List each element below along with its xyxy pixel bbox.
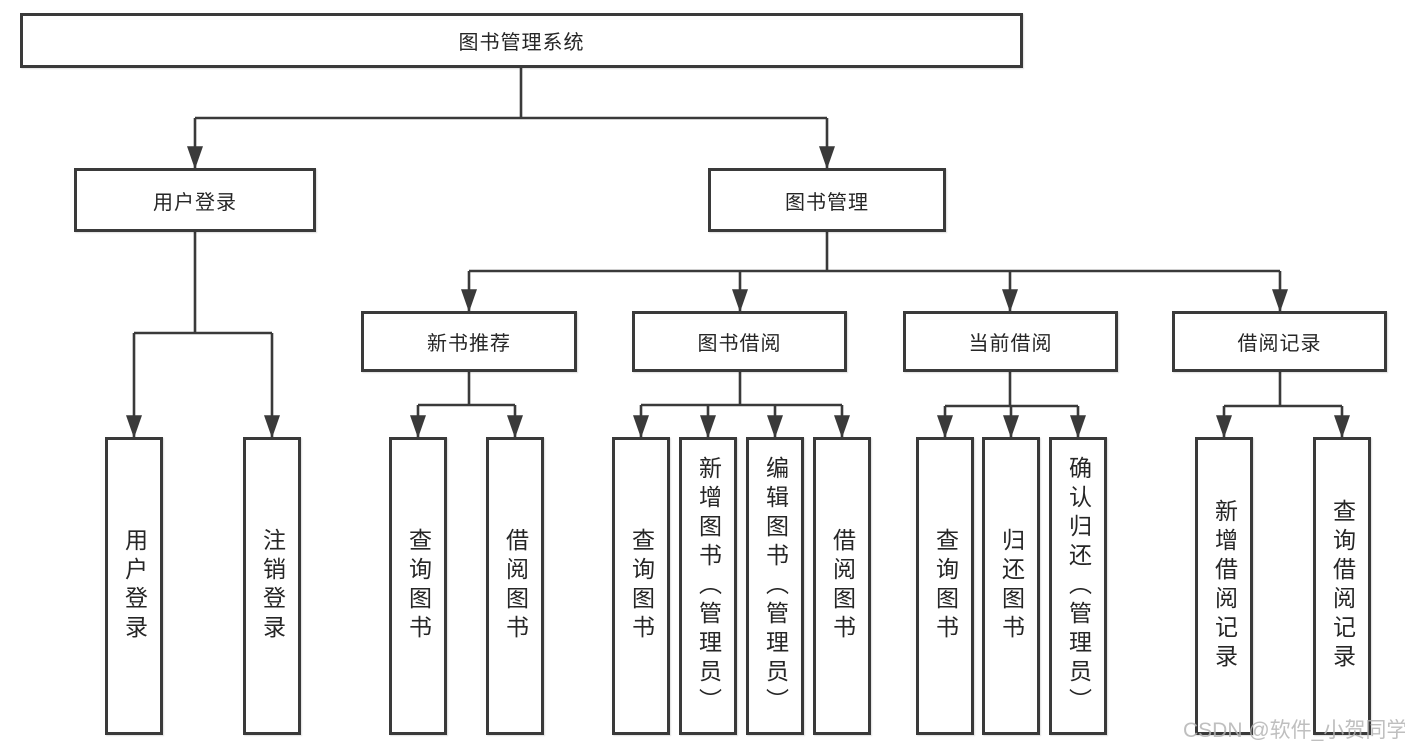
leaf-borrow-books-recommend: 借阅图书 — [486, 437, 544, 735]
node-new-book-recommendation: 新书推荐 — [361, 311, 577, 372]
leaf-logout: 注销登录 — [243, 437, 301, 735]
leaf-add-borrow-record: 新增借阅记录 — [1195, 437, 1253, 735]
leaf-query-borrow-record: 查询借阅记录 — [1313, 437, 1371, 735]
leaf-add-books-admin: 新增图书（管理员） — [679, 437, 737, 735]
node-user-login: 用户登录 — [74, 168, 316, 232]
leaf-query-books-recommend: 查询图书 — [389, 437, 447, 735]
leaf-return-books: 归还图书 — [982, 437, 1040, 735]
node-book-borrowing: 图书借阅 — [632, 311, 847, 372]
node-borrowing-records: 借阅记录 — [1172, 311, 1387, 372]
leaf-user-login: 用户登录 — [105, 437, 163, 735]
leaf-borrow-books-borrowing: 借阅图书 — [813, 437, 871, 735]
node-book-management: 图书管理 — [708, 168, 946, 232]
leaf-edit-books-admin: 编辑图书（管理员） — [746, 437, 804, 735]
leaf-confirm-return-admin: 确认归还（管理员） — [1049, 437, 1107, 735]
node-current-borrowing: 当前借阅 — [903, 311, 1118, 372]
leaf-query-books-borrowing: 查询图书 — [612, 437, 670, 735]
node-root-system: 图书管理系统 — [20, 13, 1023, 68]
csdn-watermark: CSDN @软件_小贺同学 — [1183, 719, 1405, 742]
leaf-query-books-current: 查询图书 — [916, 437, 974, 735]
